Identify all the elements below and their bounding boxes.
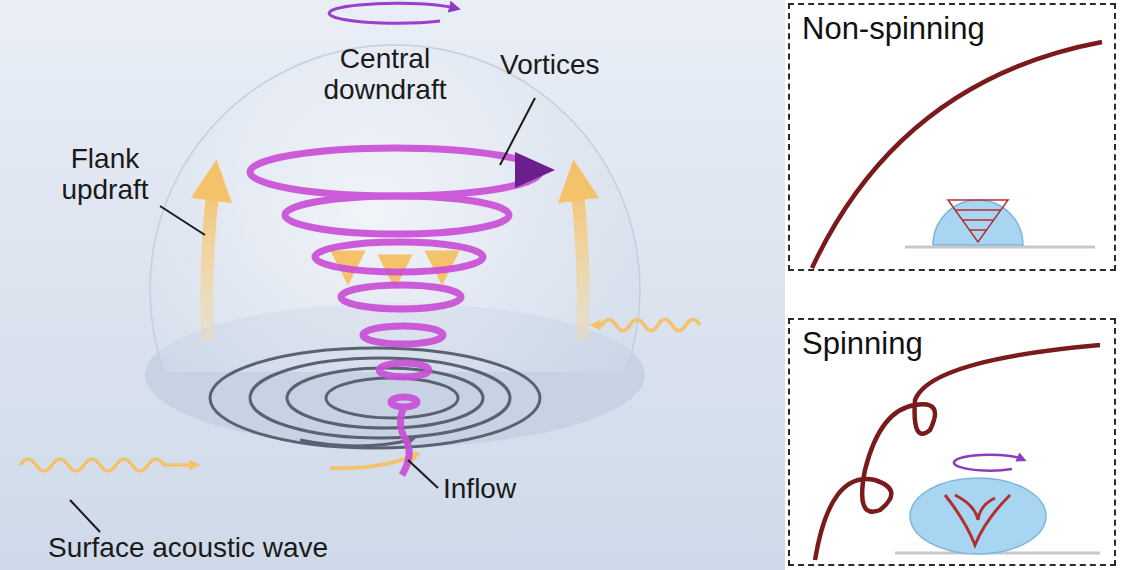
leader-line (408, 460, 438, 488)
vortex-turn (379, 363, 429, 377)
panel-title: Non-spinning (790, 5, 997, 53)
vortex-cone (948, 200, 1008, 242)
rotation-arrow (954, 455, 1022, 471)
panel-box: Non-spinning (788, 3, 1116, 271)
leader-line (500, 98, 535, 165)
acoustic-wave (595, 320, 700, 331)
substrate (905, 246, 1095, 249)
droplet-dome (150, 45, 640, 372)
downdraft-arrows (348, 132, 442, 272)
vortex-arrowhead (515, 152, 555, 188)
ring (250, 358, 510, 438)
ring (326, 378, 458, 418)
vortex-turn (391, 397, 417, 407)
background-panel (0, 0, 785, 570)
leader-line (160, 206, 205, 235)
inflow-arrow (330, 455, 415, 468)
vortex-turn (285, 196, 509, 234)
downdraft-arrow (390, 132, 401, 272)
callout-label: Vortices (500, 50, 640, 81)
inflow-rings (210, 348, 540, 448)
acoustic-wave (20, 459, 195, 471)
vortex-turn (315, 242, 483, 272)
ring (210, 348, 540, 448)
updraft-arrow (207, 180, 214, 340)
droplet (933, 200, 1023, 245)
updraft-arrow (576, 180, 583, 340)
vortex-pattern (945, 495, 1010, 545)
vortex-turn (341, 285, 461, 309)
leader-lines (70, 98, 535, 532)
callout-label: Flank updraft (45, 144, 165, 206)
droplet (910, 478, 1046, 554)
trajectory-curve (815, 345, 1100, 560)
panel-box: Spinning (788, 318, 1116, 566)
leader-line (70, 500, 100, 532)
panel-title: Spinning (790, 320, 935, 368)
trajectory-curve (812, 42, 1102, 268)
callout-label: Inflow (443, 474, 563, 505)
vortex-turn (250, 148, 540, 196)
ring-arrow (300, 440, 410, 446)
callout-label: Surface acoustic wave (48, 533, 468, 564)
vortex-turn (363, 326, 443, 344)
callout-label: Central downdraft (285, 44, 485, 106)
vortex-tail (400, 407, 409, 475)
rotation-arrow (329, 3, 455, 23)
vortex-helix (250, 148, 540, 475)
